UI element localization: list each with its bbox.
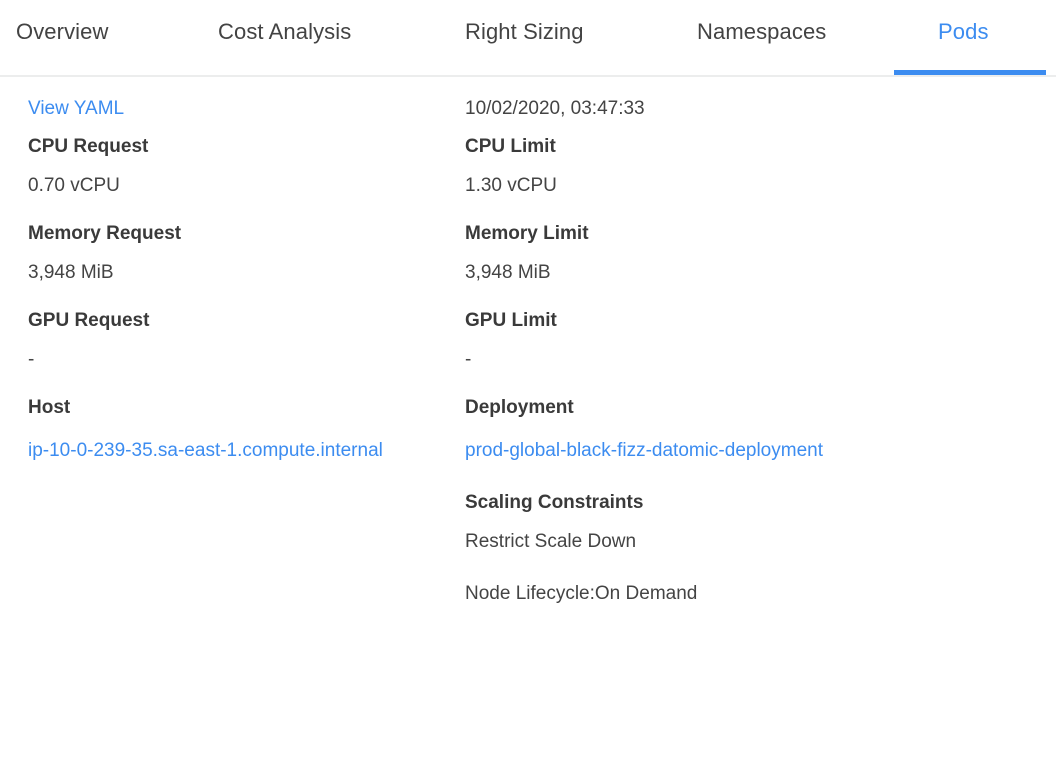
field-value: -: [28, 349, 35, 370]
field-label: Deployment: [465, 397, 574, 418]
active-tab-indicator: [894, 70, 1046, 75]
field-label: Host: [28, 397, 71, 418]
field-memory-limit: Memory Limit 3,948 MiB: [465, 221, 865, 286]
pod-start-timestamp: 10/02/2020, 03:47:33: [465, 98, 645, 119]
field-value: 0.70 vCPU: [28, 175, 120, 196]
scaling-constraint-item: Node Lifecycle:On Demand: [465, 583, 698, 604]
field-label: Scaling Constraints: [465, 492, 644, 513]
field-cpu-request: CPU Request 0.70 vCPU: [28, 134, 428, 199]
field-label: CPU Request: [28, 136, 149, 157]
tab-bar: Overview Cost Analysis Right Sizing Name…: [0, 0, 1056, 77]
host-link[interactable]: ip-10-0-239-35.sa-east-1.compute.interna…: [28, 440, 383, 461]
field-value: 1.30 vCPU: [465, 175, 557, 196]
tab-namespaces[interactable]: Namespaces: [697, 19, 827, 44]
field-label: CPU Limit: [465, 136, 556, 157]
field-gpu-request: GPU Request -: [28, 308, 428, 373]
field-label: GPU Request: [28, 310, 150, 331]
view-yaml-link[interactable]: View YAML: [28, 98, 125, 119]
detail-column-left: View YAML CPU Request 0.70 vCPU Memory R…: [28, 96, 428, 468]
field-deployment: Deployment prod-global-black-fizz-datomi…: [465, 395, 865, 468]
field-value: 3,948 MiB: [28, 262, 114, 283]
tab-overview[interactable]: Overview: [16, 19, 109, 44]
tab-cost-analysis[interactable]: Cost Analysis: [218, 19, 352, 44]
field-label: Memory Request: [28, 223, 182, 244]
deployment-link[interactable]: prod-global-black-fizz-datomic-deploymen…: [465, 440, 823, 461]
field-host: Host ip-10-0-239-35.sa-east-1.compute.in…: [28, 395, 428, 468]
field-label: GPU Limit: [465, 310, 557, 331]
tab-pods[interactable]: Pods: [938, 19, 989, 44]
tab-right-sizing[interactable]: Right Sizing: [465, 19, 584, 44]
detail-column-right: 10/02/2020, 03:47:33 CPU Limit 1.30 vCPU…: [465, 96, 865, 607]
field-label: Memory Limit: [465, 223, 589, 244]
field-scaling-constraints: Scaling Constraints Restrict Scale Down …: [465, 490, 865, 607]
pod-detail-panel: View YAML CPU Request 0.70 vCPU Memory R…: [0, 77, 1056, 604]
field-gpu-limit: GPU Limit -: [465, 308, 865, 373]
field-value: -: [465, 349, 472, 370]
field-value: 3,948 MiB: [465, 262, 551, 283]
scaling-constraint-item: Restrict Scale Down: [465, 531, 637, 552]
field-cpu-limit: CPU Limit 1.30 vCPU: [465, 134, 865, 199]
field-memory-request: Memory Request 3,948 MiB: [28, 221, 428, 286]
